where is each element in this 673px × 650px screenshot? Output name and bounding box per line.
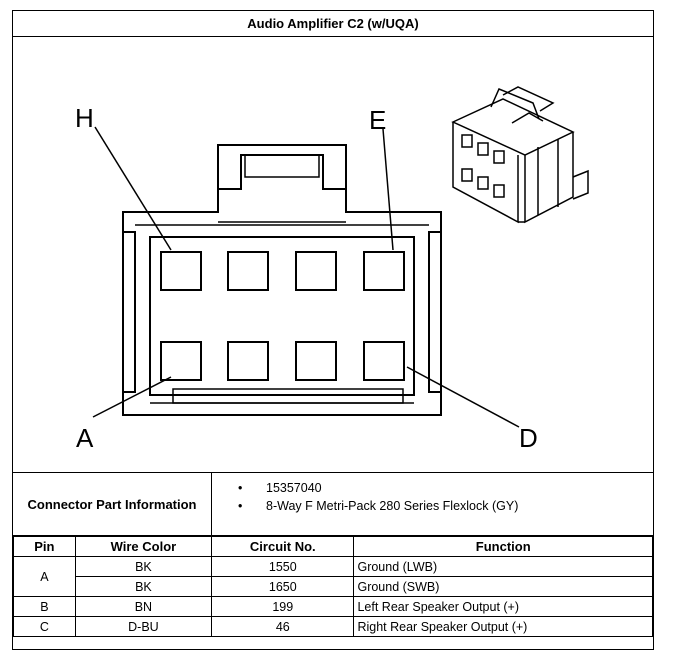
callout-h: H (75, 103, 94, 133)
pin-cell: A (13, 556, 76, 597)
connector-diagram: H E A D (75, 86, 589, 453)
table-row: A BK 1550 Ground (LWB) (13, 556, 653, 597)
pin-cell: B (13, 596, 76, 617)
circuit-cell: 199 (211, 596, 355, 617)
connector-info-label: Connector Part Information (13, 473, 212, 535)
pin-cavity-e (363, 251, 405, 291)
pinout-table: Pin Wire Color Circuit No. Function A BK… (13, 536, 653, 637)
right-ear (428, 231, 441, 393)
connector-info-list: 15357040 8-Way F Metri-Pack 280 Series F… (238, 479, 518, 515)
latch-inner (244, 155, 320, 178)
leader-h (94, 126, 172, 251)
circuit-cell: 1650 (211, 576, 355, 597)
pin-cell: C (13, 616, 76, 637)
page-title: Audio Amplifier C2 (w/UQA) (13, 11, 653, 37)
function-cell: Right Rear Speaker Output (+) (353, 616, 653, 637)
pin-cavity-c (295, 341, 337, 381)
connector-housing (122, 144, 442, 416)
part-number: 15357040 (238, 479, 518, 497)
table-header-row: Pin Wire Color Circuit No. Function (13, 536, 653, 557)
pin-cavity-b (227, 341, 269, 381)
pin-cavity-f (295, 251, 337, 291)
inner-cavity (149, 236, 415, 396)
circuit-cell: 46 (211, 616, 355, 637)
function-cell: Ground (LWB) (353, 556, 653, 577)
header-function: Function (353, 536, 653, 557)
pin-cavity-d (363, 341, 405, 381)
callout-d: D (519, 423, 538, 453)
wire-color-cell: BK (74, 576, 213, 597)
latch (217, 154, 347, 212)
header-pin: Pin (13, 536, 76, 557)
table-row: C D-BU 46 Right Rear Speaker Output (+) (13, 616, 653, 637)
wire-color-cell: D-BU (74, 616, 213, 637)
function-cell: Ground (SWB) (353, 576, 653, 597)
header-wire-color: Wire Color (74, 536, 213, 557)
leader-a (92, 376, 172, 418)
pin-cavity-h (160, 251, 202, 291)
header-circuit: Circuit No. (211, 536, 355, 557)
callout-a: A (76, 423, 94, 453)
connector-info-row: Connector Part Information 15357040 8-Wa… (13, 472, 653, 536)
leader-e (382, 128, 394, 251)
connector-iso-view (451, 86, 589, 224)
connector-type: 8-Way F Metri-Pack 280 Series Flexlock (… (238, 497, 518, 515)
callout-e: E (369, 105, 386, 135)
pin-cavity-g (227, 251, 269, 291)
pin-cavity-a (160, 341, 202, 381)
wire-color-cell: BN (74, 596, 213, 617)
connector-sheet: Audio Amplifier C2 (w/UQA) H E (12, 10, 654, 650)
wire-color-cell: BK (74, 556, 213, 577)
table-row: B BN 199 Left Rear Speaker Output (+) (13, 596, 653, 617)
leader-d (406, 366, 520, 428)
function-cell: Left Rear Speaker Output (+) (353, 596, 653, 617)
circuit-cell: 1550 (211, 556, 355, 577)
left-ear (123, 231, 136, 393)
table-row: BK 1650 Ground (SWB) (14, 576, 653, 597)
